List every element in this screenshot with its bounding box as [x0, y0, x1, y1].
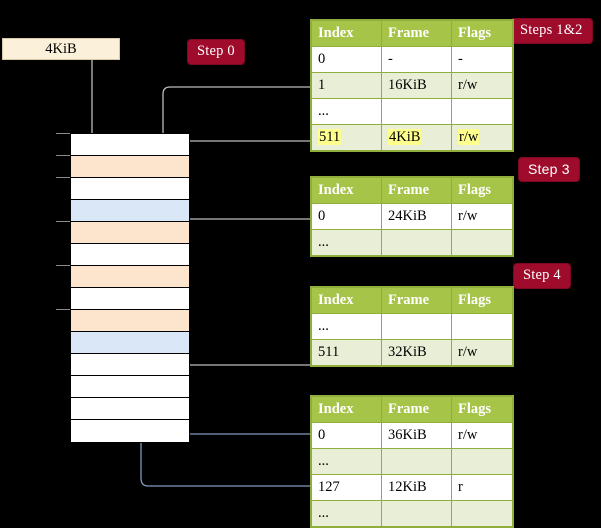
column-header-index: Index [311, 177, 382, 204]
column-header-frame: Frame [381, 396, 452, 423]
table-row: ... [311, 229, 513, 256]
table-cell-flags [451, 98, 513, 125]
badge-steps-1-and-2: Steps 1&2 [511, 19, 592, 43]
table-cell-frame [381, 500, 452, 527]
column-header-flags: Flags [451, 20, 513, 47]
memory-frame-cell [71, 222, 189, 244]
column-header-flags: Flags [451, 287, 513, 314]
column-header-index: Index [311, 287, 382, 314]
table-cell-flags: r/w [451, 339, 513, 366]
highlighted-value: 4KiB [388, 128, 422, 145]
highlighted-value: 511 [318, 128, 342, 145]
column-header-flags: Flags [451, 396, 513, 423]
memory-frame-cell [71, 398, 189, 420]
table-row: ... [311, 448, 513, 475]
table-cell-flags: r/w [451, 422, 513, 449]
table-cell-frame: - [381, 46, 452, 73]
table-cell-frame: 36KiB [381, 422, 452, 449]
table-cell-index: 511 [311, 339, 382, 366]
table-row: ... [311, 313, 513, 340]
memory-tick [56, 265, 70, 266]
table-cell-flags: r/w [451, 124, 513, 151]
table-cell-index: ... [311, 98, 382, 125]
table-cell-flags [451, 448, 513, 475]
table-cell-index: 511 [311, 124, 382, 151]
physical-memory-column [70, 133, 190, 443]
table-cell-frame: 12KiB [381, 474, 452, 501]
table-row: ... [311, 98, 513, 125]
table-cell-flags: r/w [451, 203, 513, 230]
column-header-index: Index [311, 20, 382, 47]
table-cell-index: 127 [311, 474, 382, 501]
memory-frame-cell [71, 178, 189, 200]
memory-frame-cell [71, 288, 189, 310]
table-cell-frame: 24KiB [381, 203, 452, 230]
table-cell-index: ... [311, 229, 382, 256]
table-cell-flags [451, 313, 513, 340]
memory-tick [56, 133, 70, 134]
badge-step-4: Step 4 [514, 264, 570, 288]
memory-frame-cell [71, 354, 189, 376]
table-cell-index: 1 [311, 72, 382, 99]
table-cell-index: 0 [311, 422, 382, 449]
memory-frame-cell [71, 332, 189, 354]
table-cell-index: 0 [311, 203, 382, 230]
table-cell-frame [381, 313, 452, 340]
table-cell-index: ... [311, 500, 382, 527]
highlighted-value: r/w [458, 128, 480, 145]
column-header-index: Index [311, 396, 382, 423]
badge-step-3: Step 3 [519, 158, 579, 181]
table-cell-frame: 16KiB [381, 72, 452, 99]
table-cell-frame [381, 448, 452, 475]
table-cell-frame: 4KiB [381, 124, 452, 151]
memory-frame-cell [71, 310, 189, 332]
memory-frame-cell [71, 266, 189, 288]
memory-tick [56, 309, 70, 310]
memory-frame-cell [71, 134, 189, 156]
column-header-frame: Frame [381, 20, 452, 47]
memory-frame-cell [71, 244, 189, 266]
table-cell-frame: 32KiB [381, 339, 452, 366]
table-cell-flags: r [451, 474, 513, 501]
table-cell-frame [381, 229, 452, 256]
memory-frame-cell [71, 376, 189, 398]
table-cell-flags: r/w [451, 72, 513, 99]
table-cell-index: 0 [311, 46, 382, 73]
memory-frame-cell [71, 420, 189, 442]
column-header-flags: Flags [451, 177, 513, 204]
page-box-4kib: 4KiB [2, 38, 120, 60]
memory-frame-cell [71, 200, 189, 222]
memory-tick [56, 177, 70, 178]
column-header-frame: Frame [381, 287, 452, 314]
table-cell-index: ... [311, 448, 382, 475]
memory-tick [56, 221, 70, 222]
table-cell-flags: - [451, 46, 513, 73]
table-row: 511 4KiB r/w [311, 124, 513, 151]
table-cell-index: ... [311, 313, 382, 340]
memory-tick [56, 155, 70, 156]
table-row: 0-- [311, 46, 513, 73]
table-cell-flags [451, 229, 513, 256]
column-header-frame: Frame [381, 177, 452, 204]
table-row: ... [311, 500, 513, 527]
badge-step-0: Step 0 [188, 40, 244, 64]
memory-frame-cell [71, 156, 189, 178]
table-cell-flags [451, 500, 513, 527]
table-cell-frame [381, 98, 452, 125]
